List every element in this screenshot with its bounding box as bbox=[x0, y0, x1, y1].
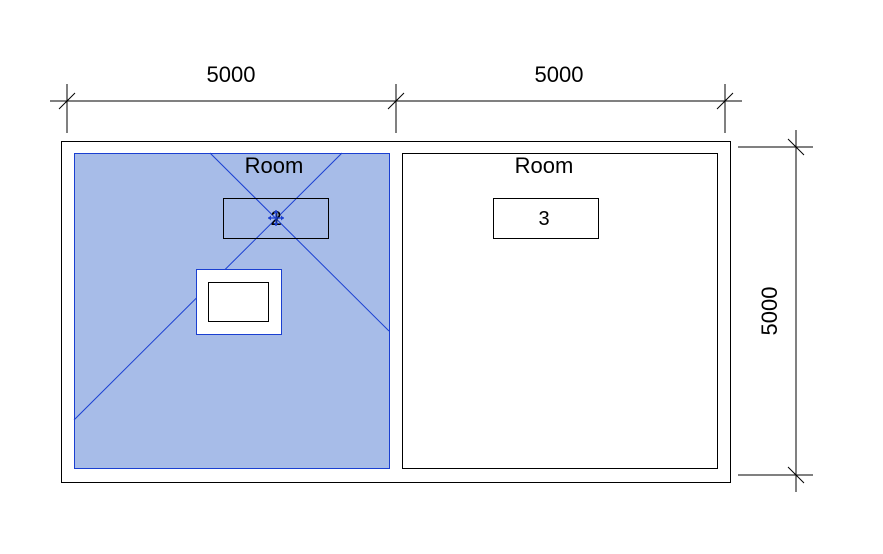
room-right-tag[interactable]: 3 bbox=[493, 198, 599, 239]
dimension-label-right: 5000 bbox=[757, 287, 782, 336]
room-left-tag-box bbox=[223, 198, 329, 239]
move-arrows-icon[interactable] bbox=[268, 210, 284, 226]
dimension-label-top-left: 5000 bbox=[207, 62, 256, 87]
outer-wall[interactable] bbox=[61, 141, 731, 483]
room-left[interactable]: Room 1 2 bbox=[73, 152, 390, 469]
top-dimension-chain[interactable]: 5000 5000 bbox=[50, 62, 742, 133]
right-tick-bottom bbox=[787, 466, 805, 484]
room-right-tag-number: 3 bbox=[538, 208, 549, 230]
room-left-name: Room bbox=[245, 153, 304, 178]
room-left-element-inner bbox=[208, 282, 269, 322]
top-tick-right bbox=[716, 92, 734, 110]
top-tick-middle bbox=[387, 92, 405, 110]
top-tick-left bbox=[58, 92, 76, 110]
right-tick-top bbox=[787, 138, 805, 156]
room-right-name: Room bbox=[515, 153, 574, 178]
dimension-label-top-right: 5000 bbox=[535, 62, 584, 87]
room-left-diagonal-1 bbox=[209, 152, 390, 332]
room-right-tag-box bbox=[493, 198, 599, 239]
room-right-boundary[interactable] bbox=[402, 153, 718, 469]
right-dimension[interactable]: 5000 bbox=[738, 130, 813, 492]
room-right[interactable]: Room 3 bbox=[402, 153, 718, 469]
